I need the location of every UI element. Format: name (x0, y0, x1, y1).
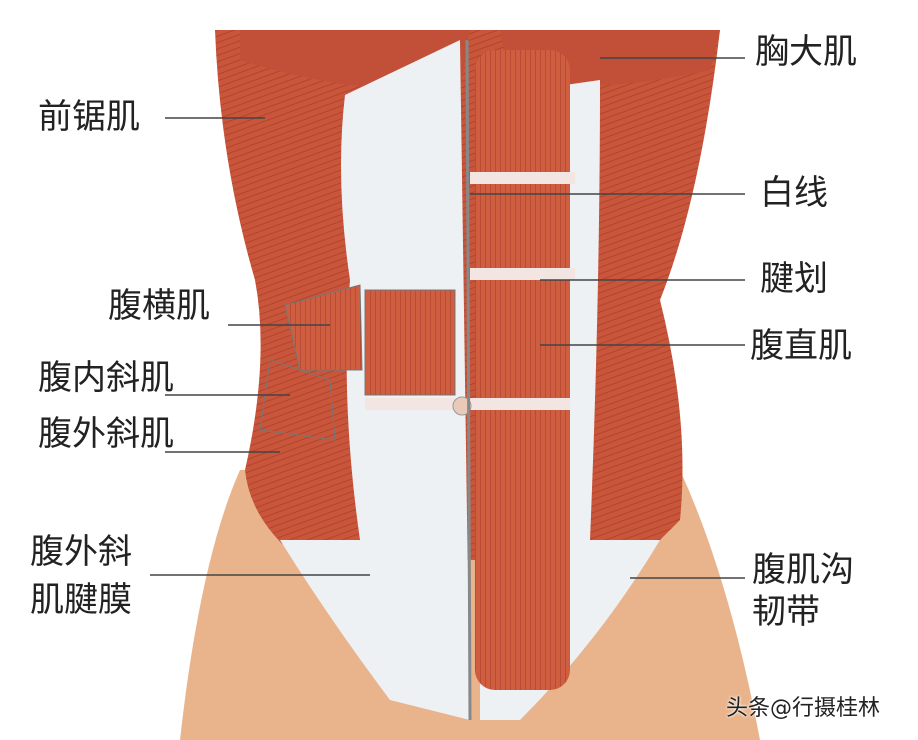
label-external-oblique: 腹外斜肌 (38, 414, 174, 454)
navel (452, 396, 472, 416)
label-external-oblique-aponeurosis-1: 腹外斜 (30, 532, 132, 572)
tendinous-intersection (470, 268, 575, 280)
tendinous-intersection (470, 172, 575, 184)
rectus-abdominis-muscle (475, 50, 570, 690)
label-linea-alba: 白线 (760, 173, 828, 213)
watermark: 头条@行摄桂林 (726, 696, 881, 721)
internal-oblique-window (259, 359, 336, 441)
label-internal-oblique: 腹内斜肌 (38, 358, 174, 398)
label-inguinal-ligament-1: 腹肌沟 (752, 550, 854, 590)
label-tendinous-intersection: 腱划 (760, 259, 828, 299)
label-transversus-abdominis: 腹横肌 (108, 286, 210, 326)
transversus-abdominis-window (284, 284, 363, 371)
label-pectoralis-major: 胸大肌 (755, 32, 857, 72)
label-external-oblique-aponeurosis-2: 肌腱膜 (30, 580, 132, 620)
linea-alba (465, 39, 472, 721)
leader-lines (150, 57, 745, 579)
label-rectus-abdominis: 腹直肌 (750, 326, 852, 366)
label-inguinal-ligament-2: 韧带 (752, 592, 820, 632)
transversus-abdominis-window-inner (364, 289, 456, 396)
label-serratus-anterior: 前锯肌 (38, 97, 140, 137)
